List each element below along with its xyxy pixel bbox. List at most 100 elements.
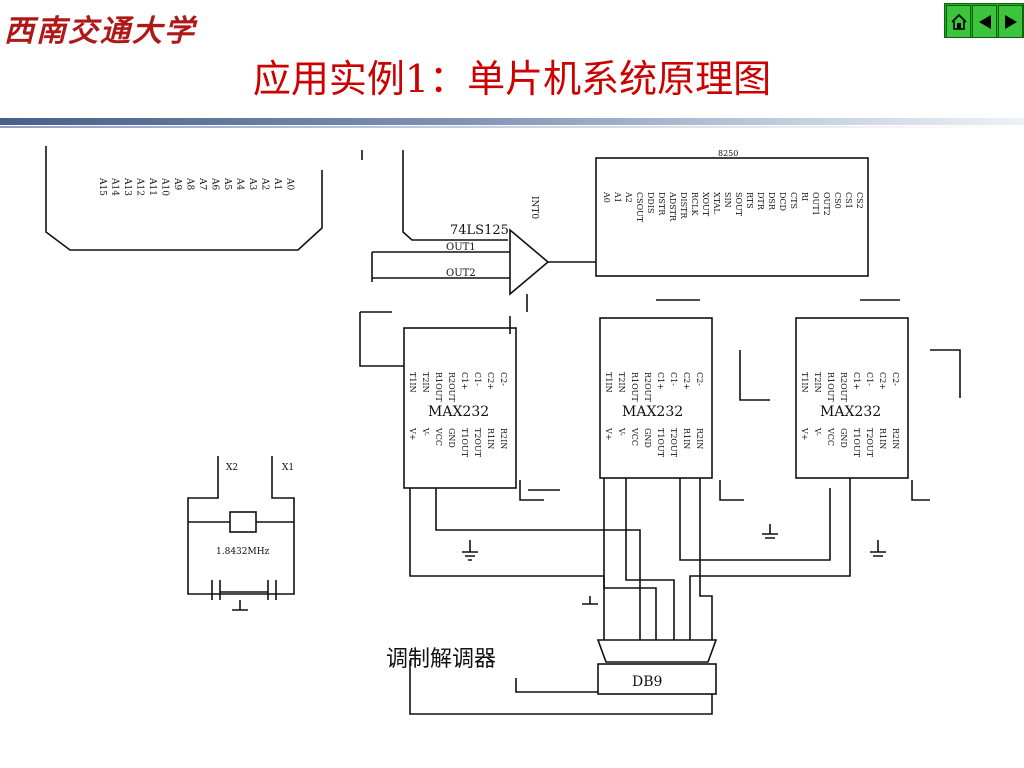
uart-pin-label: RCLK <box>690 192 699 216</box>
max232-pin-label: V- <box>421 427 430 436</box>
max232-pin-label: C2+ <box>878 372 887 390</box>
uart-pin-label: CS2 <box>855 192 864 209</box>
max232-pin-label: R1OUT <box>826 372 835 402</box>
db9-label: DB9 <box>632 674 662 690</box>
address-line-label: A10 <box>160 177 170 196</box>
address-line-label: A13 <box>122 177 132 196</box>
uart-pin-label: OUT2 <box>822 192 831 216</box>
uart-pin-label: A1 <box>613 191 622 203</box>
max232-label-1: MAX232 <box>428 404 489 420</box>
uart-pin-label: CS0 <box>833 192 842 209</box>
uart-label: 8250 <box>718 149 738 158</box>
max232-pin-label: GND <box>839 428 848 448</box>
address-line-label: A5 <box>222 177 232 190</box>
max232-pin-label: R1OUT <box>434 372 443 402</box>
crystal-frequency-label: 1.8432MHz <box>216 547 270 557</box>
title-divider-shadow <box>0 126 1024 128</box>
max232-pin-label: C2+ <box>682 372 691 390</box>
previous-icon <box>978 14 991 29</box>
max232-pin-label: V- <box>617 427 626 436</box>
max232-pin-label: C1- <box>669 372 678 386</box>
max232-pin-label: C1- <box>865 372 874 386</box>
buffer-label: 74LS125 <box>450 223 509 238</box>
max232-pin-label: C1+ <box>460 372 469 390</box>
address-line-label: A3 <box>247 177 257 190</box>
uart-pin-label: DTR <box>756 192 765 211</box>
max232-pin-label: V+ <box>408 427 417 440</box>
out2-label: OUT2 <box>446 268 476 279</box>
max232-pin-label: T2IN <box>421 372 430 393</box>
max232-pin-label: C2- <box>695 372 704 386</box>
next-icon <box>1004 14 1017 29</box>
uart-pin-label: A0 <box>602 191 611 203</box>
nav-toolbar <box>944 3 1024 38</box>
address-line-label: A11 <box>147 177 157 196</box>
max232-label-2: MAX232 <box>622 404 683 420</box>
max232-pin-label: C1+ <box>656 372 665 390</box>
max232-pin-label: R1IN <box>878 428 887 449</box>
address-line-label: A0 <box>285 177 295 190</box>
uart-pin-label: CTS <box>789 192 798 209</box>
uart-pin-label: DSTR <box>657 192 666 216</box>
max232-pin-label: T2OUT <box>865 428 874 458</box>
max232-pin-label: T1OUT <box>852 428 861 458</box>
max232-pin-label: VCC <box>630 427 639 446</box>
out1-label: OUT1 <box>446 242 476 253</box>
home-icon <box>950 13 967 30</box>
max232-pin-label: T2IN <box>813 372 822 393</box>
slide-title: 应用实例1：单片机系统原理图 <box>252 57 772 101</box>
max232-pin-label: T1OUT <box>460 428 469 458</box>
next-button[interactable] <box>998 5 1023 38</box>
address-line-label: A4 <box>235 177 245 190</box>
max232-pin-label: T1IN <box>604 372 613 393</box>
address-line-label: A7 <box>197 177 207 190</box>
max232-pin-label: GND <box>447 428 456 448</box>
title-divider <box>0 118 1024 125</box>
int-label: INT0 <box>529 196 539 219</box>
uart-pin-label: CSOUT <box>635 192 644 223</box>
uart-pin-label: RI <box>800 192 809 201</box>
max232-pin-label: R2OUT <box>839 372 848 402</box>
uart-pin-label: DDIS <box>646 192 655 213</box>
address-line-label: A1 <box>272 177 282 190</box>
max232-pin-label: C2+ <box>486 372 495 390</box>
max232-pin-label: GND <box>643 428 652 448</box>
max232-pin-label: C2- <box>891 372 900 386</box>
max232-pin-label: T1OUT <box>656 428 665 458</box>
uart-pin-label: CS1 <box>844 192 853 209</box>
max232-pin-label: T2OUT <box>473 428 482 458</box>
address-line-label: A8 <box>185 177 195 190</box>
modem-label: 调制解调器 <box>386 647 496 672</box>
crystal-x2-label: X2 <box>226 463 238 473</box>
uart-pin-label: OUT1 <box>811 192 820 216</box>
uart-pin-label: DCD <box>778 192 787 211</box>
max232-pin-label: C1- <box>473 372 482 386</box>
crystal-x1-label: X1 <box>282 463 294 473</box>
uart-pin-label: XOUT <box>701 192 710 217</box>
address-line-label: A12 <box>135 177 145 196</box>
address-line-label: A2 <box>260 177 270 190</box>
max232-pin-label: T2IN <box>617 372 626 393</box>
max232-pin-label: C1+ <box>852 372 861 390</box>
max232-pin-label: R1IN <box>682 428 691 449</box>
max232-pin-label: C2- <box>499 372 508 386</box>
max232-pin-label: T1IN <box>408 372 417 393</box>
max232-pin-label: T1IN <box>800 372 809 393</box>
previous-button[interactable] <box>972 5 997 38</box>
address-line-label: A9 <box>172 177 182 190</box>
max232-pin-label: V+ <box>800 427 809 440</box>
max232-pin-label: T2OUT <box>669 428 678 458</box>
max232-pin-label: V+ <box>604 427 613 440</box>
max232-pin-label: R1IN <box>486 428 495 449</box>
uart-pin-label: XTAL <box>712 192 721 214</box>
uart-pin-label: DSR <box>767 192 776 211</box>
uart-pin-label: SIN <box>723 192 732 208</box>
max232-pin-label: R1OUT <box>630 372 639 402</box>
uart-pin-label: ADSTR <box>668 191 677 222</box>
uart-pin-label: A2 <box>624 191 633 203</box>
address-line-label: A6 <box>210 177 220 190</box>
address-line-label: A15 <box>97 177 107 196</box>
home-button[interactable] <box>946 5 971 38</box>
address-line-label: A14 <box>110 177 120 196</box>
